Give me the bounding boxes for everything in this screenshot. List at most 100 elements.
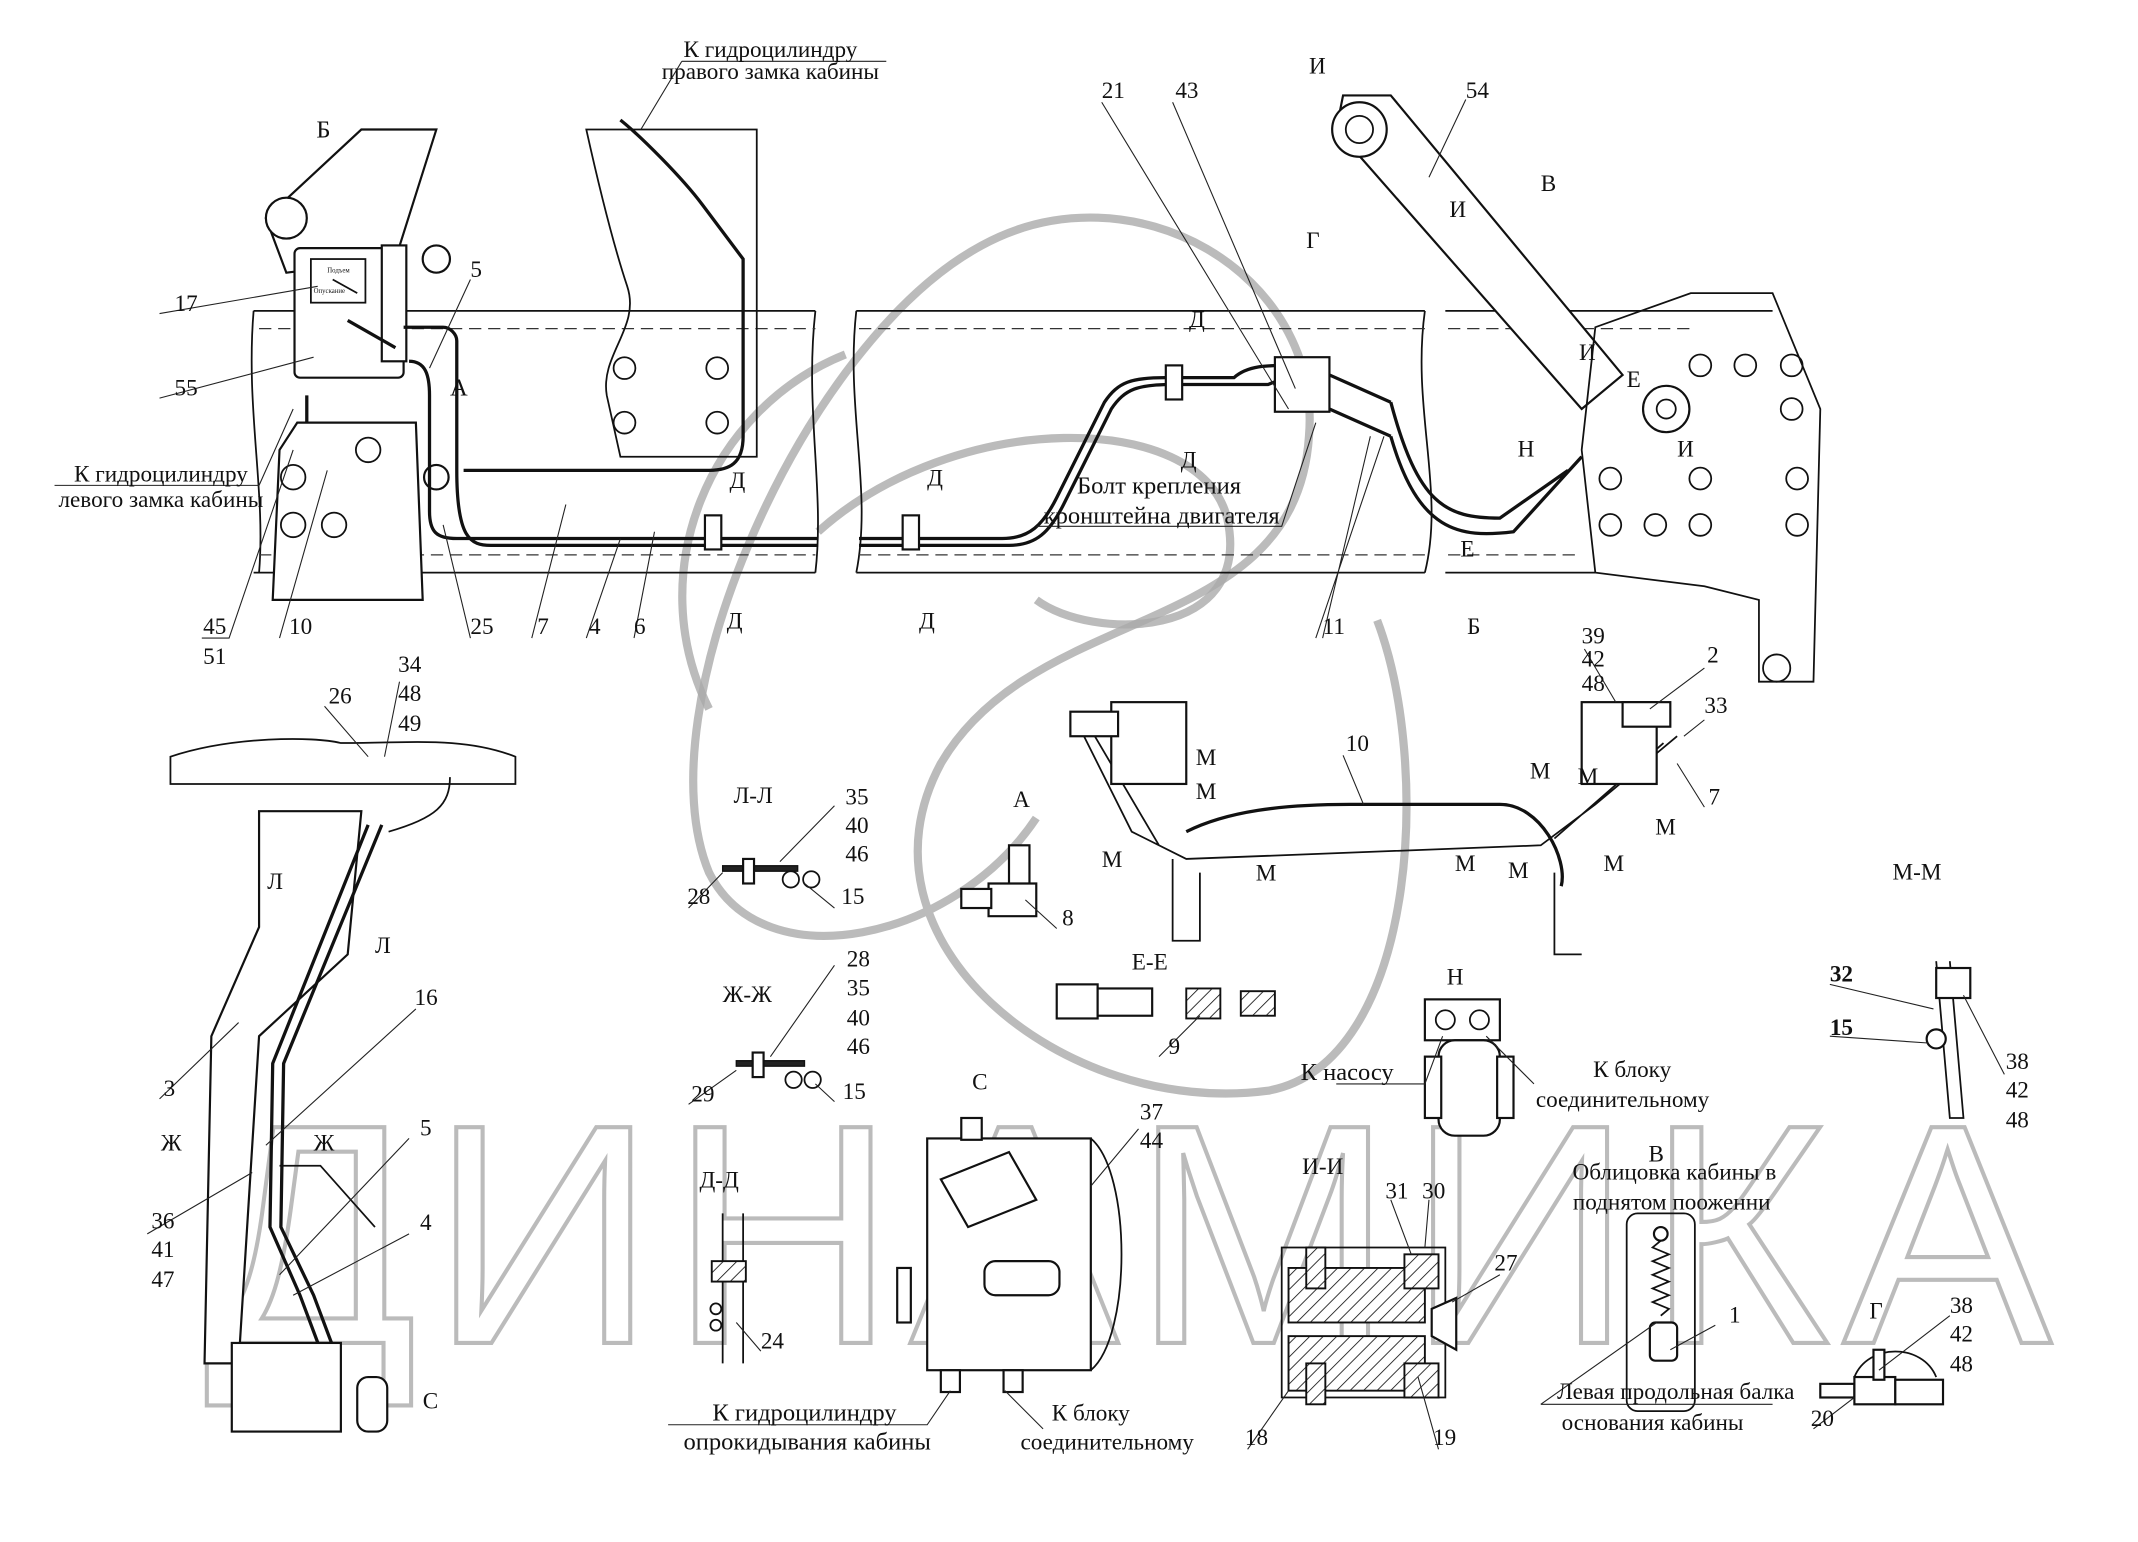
position-number: 7 [1708, 784, 1720, 810]
position-number: 28 [687, 884, 710, 910]
section-labels: Л-Л 35 40 46 28 15 А 8 Ж-Ж 28 35 40 46 2… [683, 783, 2028, 1455]
position-number: 48 [1582, 671, 1605, 697]
view-letter: И [1309, 54, 1326, 80]
view-letter: Б [1467, 614, 1480, 640]
position-number: 20 [1811, 1406, 1834, 1432]
position-number: 48 [398, 681, 421, 707]
position-number: 39 [1582, 624, 1605, 650]
section-title: Л-Л [734, 783, 773, 809]
watermark-text: ДИНАМИКА 76 [205, 1060, 2138, 1410]
note-beam-1: Левая продольная балка [1557, 1379, 1794, 1405]
view-letter: И [1449, 197, 1466, 223]
clamp-section-ll [721, 857, 821, 889]
section-mark-m: М [1196, 779, 1217, 805]
note-right-lock-1: К гидроцилиндру [683, 37, 857, 63]
section-title: Г [1869, 1298, 1882, 1324]
rear-bracket [1580, 292, 1822, 683]
view-letter: С [423, 1388, 438, 1414]
position-number: 36 [151, 1208, 174, 1234]
section-title: Ж-Ж [723, 982, 772, 1008]
section-dd [709, 1213, 747, 1364]
position-number: 6 [634, 614, 646, 640]
position-number: 32 [1830, 962, 1853, 988]
section-title: А [1013, 787, 1030, 813]
tee-fitting [422, 463, 450, 491]
position-number: 11 [1323, 614, 1345, 640]
position-number: 55 [175, 375, 198, 401]
clamp-section-zhzh [735, 1051, 822, 1089]
position-number: 42 [1950, 1322, 1973, 1348]
position-number: 15 [1830, 1015, 1853, 1041]
view-letter: Д [1181, 448, 1197, 474]
position-number: 41 [151, 1237, 174, 1263]
note-v-1: Облицовка кабины в [1573, 1159, 1777, 1185]
position-number: 1 [1729, 1302, 1741, 1328]
note-n-block-1: К блоку [1593, 1057, 1671, 1083]
position-number: 46 [847, 1034, 870, 1060]
view-letter: Н [1518, 437, 1535, 463]
view-letter: Ж [161, 1131, 182, 1157]
position-number: 18 [1245, 1425, 1268, 1451]
position-number: 35 [847, 975, 870, 1001]
view-letter: Г [1306, 228, 1319, 254]
leader-lines [54, 60, 2005, 1450]
view-letter: Е [1627, 367, 1641, 393]
note-block-2: соединительному [1021, 1429, 1195, 1455]
position-number: 43 [1175, 78, 1198, 104]
section-ii-hinge [1280, 1246, 1458, 1406]
position-number: 54 [1466, 78, 1490, 104]
cab-support-beam [1069, 701, 1678, 956]
position-number: 48 [1950, 1352, 1973, 1378]
section-title: В [1648, 1142, 1663, 1168]
section-title: Д-Д [699, 1168, 739, 1194]
gauge-label-raise: Подъем [327, 268, 350, 275]
position-number: 40 [845, 813, 868, 839]
position-number: 16 [415, 985, 438, 1011]
position-number: 19 [1433, 1425, 1456, 1451]
fitting-9 [1055, 983, 1276, 1020]
position-number: 37 [1140, 1099, 1163, 1125]
position-number: 21 [1102, 78, 1125, 104]
section-g [1819, 1348, 1945, 1406]
view-letter: Ж [314, 1131, 335, 1157]
position-number: 9 [1169, 1034, 1181, 1060]
position-number: 49 [398, 711, 421, 737]
left-column-labels: 26 34 48 49 3 16 5 4 36 41 47 Л Л Ж Ж С [151, 652, 438, 1414]
section-mark-m: М [1196, 745, 1217, 771]
position-number: 38 [2006, 1049, 2029, 1075]
position-number: 35 [845, 784, 868, 810]
view-letter: Е [1460, 536, 1474, 562]
position-number: 25 [470, 614, 493, 640]
section-title: С [972, 1069, 987, 1095]
note-bolt-2: кронштейна двигателя [1044, 503, 1280, 530]
note-to-pump: К насосу [1301, 1059, 1395, 1086]
view-letter: Д [919, 609, 935, 635]
position-number: 4 [589, 614, 601, 640]
note-left-lock-1: К гидроцилиндру [74, 461, 248, 487]
position-number: 26 [329, 684, 352, 710]
position-number: 5 [420, 1116, 432, 1142]
note-tilt-cylinder-1: К гидроцилиндру [712, 1400, 897, 1427]
view-letter: И [1579, 340, 1596, 366]
position-number: 27 [1494, 1251, 1517, 1277]
cab-bracket [585, 128, 758, 458]
note-n-block-2: соединительному [1536, 1087, 1710, 1113]
section-title-mm: М-М [1893, 859, 1942, 885]
section-title: И-И [1302, 1154, 1343, 1180]
view-letter: Л [375, 933, 391, 959]
note-right-lock-2: правого замка кабины [662, 59, 880, 85]
position-number: 17 [175, 291, 198, 317]
view-letter: Д [729, 468, 745, 494]
section-mark-m: М [1256, 861, 1277, 887]
section-mark-m: М [1604, 851, 1625, 877]
position-number: 29 [691, 1082, 714, 1108]
note-beam-2: основания кабины [1562, 1410, 1744, 1436]
note-left-lock-2: левого замка кабины [58, 487, 263, 513]
position-number: 4 [420, 1210, 432, 1236]
section-mark-m: М [1530, 758, 1551, 784]
section-mark-m: М [1102, 847, 1123, 873]
section-mark-m: М [1655, 814, 1676, 840]
position-number: 47 [151, 1267, 174, 1293]
section-v-spring [1625, 1212, 1696, 1413]
